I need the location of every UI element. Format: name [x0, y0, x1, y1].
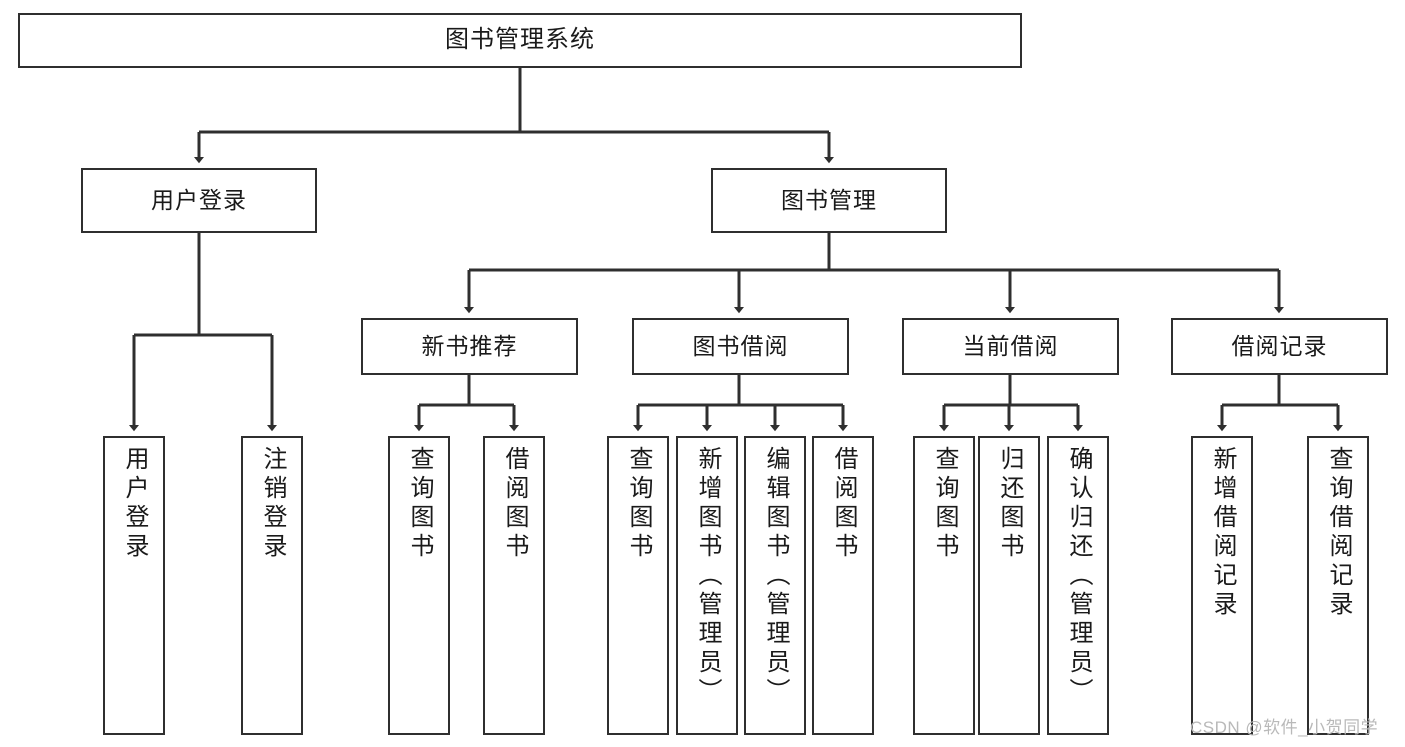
leaf-new-book-borrow[interactable]: 借阅图书 — [483, 436, 545, 735]
leaf-book-borrow-edit[interactable]: 编辑图书（管理员） — [744, 436, 806, 735]
node-label: 用户登录 — [121, 446, 148, 562]
node-label: 图书管理系统 — [445, 26, 595, 54]
leaf-book-borrow-borrow[interactable]: 借阅图书 — [812, 436, 874, 735]
node-book-management[interactable]: 图书管理 — [711, 168, 947, 233]
node-label: 当前借阅 — [962, 332, 1059, 359]
node-label: 图书借阅 — [692, 332, 789, 359]
node-new-book-recommend[interactable]: 新书推荐 — [361, 318, 578, 375]
node-label: 查询借阅记录 — [1325, 446, 1352, 620]
node-root-system[interactable]: 图书管理系统 — [18, 13, 1022, 68]
node-label: 新增图书（管理员） — [694, 446, 721, 707]
node-book-borrow[interactable]: 图书借阅 — [632, 318, 849, 375]
node-label: 借阅记录 — [1231, 332, 1328, 359]
leaf-borrow-record-query[interactable]: 查询借阅记录 — [1307, 436, 1369, 735]
node-label: 用户登录 — [151, 186, 247, 213]
node-label: 确认归还（管理员） — [1065, 446, 1092, 707]
node-label: 借阅图书 — [830, 446, 857, 562]
leaf-book-borrow-query[interactable]: 查询图书 — [607, 436, 669, 735]
node-label: 编辑图书（管理员） — [762, 446, 789, 707]
node-label: 查询图书 — [625, 446, 652, 562]
node-label: 查询图书 — [406, 446, 433, 562]
node-label: 新书推荐 — [421, 332, 518, 359]
leaf-new-book-query[interactable]: 查询图书 — [388, 436, 450, 735]
node-label: 注销登录 — [259, 446, 286, 562]
leaf-book-borrow-add[interactable]: 新增图书（管理员） — [676, 436, 738, 735]
node-user-login[interactable]: 用户登录 — [81, 168, 317, 233]
leaf-user-login-logout[interactable]: 注销登录 — [241, 436, 303, 735]
leaf-borrow-record-add[interactable]: 新增借阅记录 — [1191, 436, 1253, 735]
leaf-current-borrow-query[interactable]: 查询图书 — [913, 436, 975, 735]
csdn-watermark: CSDN @软件_小贺同学 — [1190, 718, 1379, 737]
node-label: 图书管理 — [781, 186, 877, 213]
node-current-borrow[interactable]: 当前借阅 — [902, 318, 1119, 375]
leaf-current-borrow-return[interactable]: 归还图书 — [978, 436, 1040, 735]
node-label: 借阅图书 — [501, 446, 528, 562]
node-label: 新增借阅记录 — [1209, 446, 1236, 620]
node-label: 查询图书 — [931, 446, 958, 562]
leaf-user-login-login[interactable]: 用户登录 — [103, 436, 165, 735]
leaf-current-borrow-confirm-return[interactable]: 确认归还（管理员） — [1047, 436, 1109, 735]
node-borrow-record[interactable]: 借阅记录 — [1171, 318, 1388, 375]
node-label: 归还图书 — [996, 446, 1023, 562]
